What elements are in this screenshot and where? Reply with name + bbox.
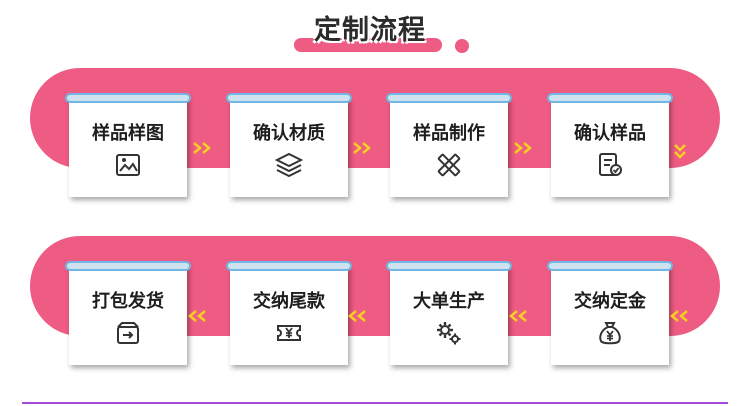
card-pin <box>226 93 352 103</box>
title-underline <box>294 38 442 52</box>
left-arrow-icon <box>186 309 208 323</box>
money-bag-icon <box>596 319 624 347</box>
step-label: 交纳尾款 <box>253 291 325 312</box>
right-arrow-icon <box>513 141 535 155</box>
title-dot <box>455 39 469 53</box>
card-pin <box>386 93 512 103</box>
pencil-ruler-icon <box>435 151 463 179</box>
layers-icon <box>275 151 303 179</box>
step-card-sample-making: 样品制作 <box>386 93 512 197</box>
step-label: 交纳定金 <box>574 291 646 312</box>
card-pin <box>65 93 191 103</box>
step-card-pack-ship: 打包发货 <box>65 261 191 365</box>
step-label: 样品样图 <box>92 123 164 144</box>
step-card-mass-production: 大单生产 <box>386 261 512 365</box>
document-check-icon <box>596 151 624 179</box>
card-pin <box>386 261 512 271</box>
right-arrow-icon <box>352 141 374 155</box>
step-label: 确认材质 <box>253 123 325 144</box>
step-label: 确认样品 <box>574 123 646 144</box>
right-arrow-icon <box>192 141 214 155</box>
left-arrow-icon <box>668 309 690 323</box>
yen-ticket-icon <box>275 319 303 347</box>
image-icon <box>114 151 142 179</box>
left-arrow-icon <box>346 309 368 323</box>
left-arrow-icon <box>507 309 529 323</box>
card-pin <box>226 261 352 271</box>
card-pin <box>547 93 673 103</box>
down-arrow-icon <box>673 143 687 161</box>
step-label: 大单生产 <box>413 291 485 312</box>
bottom-divider <box>22 402 728 404</box>
step-card-confirm-material: 确认材质 <box>226 93 352 197</box>
step-card-pay-balance: 交纳尾款 <box>226 261 352 365</box>
step-card-sample-image: 样品样图 <box>65 93 191 197</box>
card-pin <box>65 261 191 271</box>
section-title: 定制流程 <box>0 6 750 54</box>
card-pin <box>547 261 673 271</box>
page-title: 定制流程 <box>314 15 426 46</box>
step-card-pay-deposit: 交纳定金 <box>547 261 673 365</box>
step-label: 打包发货 <box>92 291 164 312</box>
step-card-confirm-sample: 确认样品 <box>547 93 673 197</box>
gears-icon <box>435 319 463 347</box>
step-label: 样品制作 <box>413 123 485 144</box>
package-icon <box>114 319 142 347</box>
